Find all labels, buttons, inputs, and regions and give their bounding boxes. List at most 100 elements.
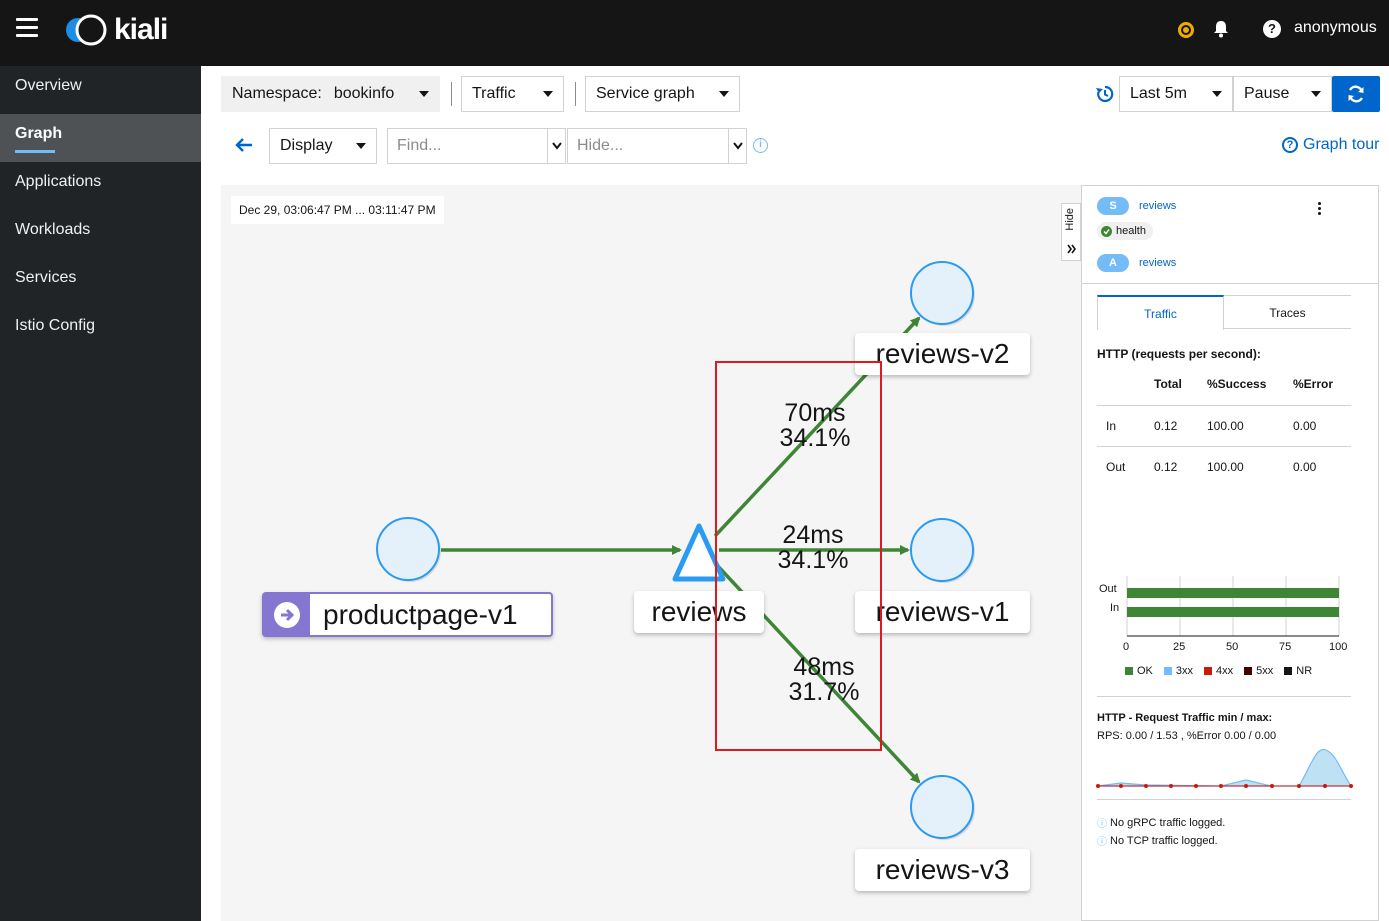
refresh-icon: [1348, 85, 1364, 103]
tick-label: 50: [1226, 641, 1239, 653]
tab-traces[interactable]: Traces: [1224, 295, 1351, 329]
chevron-down-icon[interactable]: [547, 129, 565, 163]
help-icon[interactable]: ?: [1263, 20, 1281, 38]
no-grpc-note: ⓘ No gRPC traffic logged.: [1097, 815, 1226, 831]
bar-label: In: [1110, 602, 1120, 614]
traffic-stats: RPS: 0.00 / 1.53 , %Error 0.00 / 0.00: [1097, 730, 1277, 742]
cell-error: 0.00: [1293, 418, 1317, 433]
cell-error: 0.00: [1293, 459, 1317, 474]
divider: [451, 82, 452, 106]
http-title: HTTP (requests per second):: [1097, 347, 1261, 361]
kiali-logo[interactable]: kiali: [62, 13, 168, 46]
sidebar-item-overview[interactable]: Overview: [15, 77, 82, 94]
graph-type-label: Service graph: [596, 85, 695, 102]
chevron-down-icon[interactable]: [728, 129, 746, 163]
check-circle-icon: [1101, 225, 1112, 237]
divider: [1097, 799, 1351, 800]
edge-latency: 70ms: [784, 399, 846, 427]
app-badge: A: [1097, 254, 1129, 272]
bar-legend: OK 3xx 4xx 5xx NR: [1125, 665, 1312, 677]
sidebar-item-services[interactable]: Services: [15, 269, 77, 286]
node-label-reviews-v1[interactable]: reviews-v1: [855, 591, 1030, 633]
hide-panel-tab[interactable]: Hide: [1061, 203, 1081, 261]
sidebar: Overview Graph Applications Workloads Se…: [0, 66, 201, 921]
history-icon[interactable]: [1095, 84, 1115, 109]
node-label-text: productpage-v1: [323, 598, 518, 630]
sidebar-item-graph[interactable]: Graph: [0, 114, 201, 162]
refresh-button[interactable]: [1332, 76, 1380, 112]
app-arrow-icon: [264, 593, 310, 636]
no-tcp-note: ⓘ No TCP traffic logged.: [1097, 833, 1218, 849]
tick-label: 75: [1279, 641, 1292, 653]
sidebar-item-workloads[interactable]: Workloads: [15, 221, 91, 238]
tick-label: 0: [1123, 641, 1130, 653]
column-header: %Error: [1293, 377, 1334, 392]
find-placeholder: Find...: [397, 137, 442, 154]
sidebar-item-applications[interactable]: Applications: [15, 173, 102, 190]
tab-traffic[interactable]: Traffic: [1097, 295, 1224, 330]
status-icon[interactable]: [1178, 22, 1194, 38]
tick-label: 100: [1329, 641, 1348, 653]
panel-tabs: Traffic Traces: [1097, 295, 1351, 330]
node-label-reviews[interactable]: reviews: [634, 591, 764, 633]
legend-item: 4xx: [1204, 665, 1233, 677]
namespace-label: Namespace:: [232, 85, 322, 102]
table-header-row: Total %Success %Error: [1097, 364, 1351, 405]
kebab-menu-icon[interactable]: [1318, 202, 1322, 215]
node-label-reviews-v2[interactable]: reviews-v2: [855, 333, 1030, 375]
hide-input[interactable]: Hide...: [567, 128, 747, 164]
edge-label-v1: 24ms 34.1%: [763, 523, 863, 573]
summary-panel: S reviews health A reviews Traffic Trace…: [1081, 185, 1379, 921]
hide-placeholder: Hide...: [577, 137, 624, 154]
traffic-title: HTTP - Request Traffic min / max:: [1097, 712, 1273, 724]
cell-total: 0.12: [1154, 418, 1178, 433]
node-label-productpage[interactable]: productpage-v1: [262, 592, 553, 637]
help-circle-icon: ?: [1282, 137, 1298, 153]
column-header: Total: [1154, 377, 1182, 392]
duration-dropdown[interactable]: Last 5m: [1119, 76, 1233, 112]
info-icon: ⓘ: [1097, 819, 1107, 830]
menu-toggle-icon[interactable]: [16, 18, 38, 38]
bell-icon[interactable]: [1212, 20, 1230, 38]
sidebar-item-label: Graph: [15, 125, 63, 142]
node-reviews-v2: [910, 261, 974, 325]
user-menu[interactable]: anonymous: [1294, 19, 1377, 36]
edge-percent: 34.1%: [777, 546, 849, 574]
node-reviews-v3: [910, 775, 974, 839]
health-label: health: [1116, 225, 1146, 237]
app-name: kiali: [114, 13, 168, 46]
time-range-label: Dec 29, 03:06:47 PM ... 03:11:47 PM: [231, 196, 444, 224]
highlight-box: [715, 361, 882, 751]
service-row: S reviews: [1097, 197, 1176, 215]
caret-down-icon: [1212, 91, 1222, 97]
find-input[interactable]: Find...: [387, 128, 566, 164]
service-link[interactable]: reviews: [1139, 200, 1177, 212]
node-label-reviews-v3[interactable]: reviews-v3: [855, 849, 1030, 891]
row-label: Out: [1106, 459, 1126, 474]
bar-label: Out: [1099, 583, 1117, 595]
refresh-interval-dropdown[interactable]: Pause: [1233, 76, 1332, 112]
namespace-dropdown[interactable]: Namespace: bookinfo: [221, 76, 440, 112]
tick-label: 25: [1173, 641, 1186, 653]
divider: [575, 82, 576, 106]
sidebar-item-istio-config[interactable]: Istio Config: [15, 317, 96, 334]
legend-item: NR: [1284, 665, 1312, 677]
app-link[interactable]: reviews: [1139, 257, 1177, 269]
namespace-value: bookinfo: [333, 85, 395, 102]
display-dropdown[interactable]: Display: [269, 128, 377, 164]
caret-down-icon: [1311, 91, 1321, 97]
node-productpage: [376, 517, 440, 581]
legend-item: 5xx: [1244, 665, 1273, 677]
no-grpc-text: No gRPC traffic logged.: [1110, 816, 1226, 829]
node-reviews-v1: [910, 518, 974, 582]
graph-type-dropdown[interactable]: Service graph: [585, 76, 740, 112]
bar-out-ok: [1127, 588, 1339, 598]
table-row: Out 0.12 100.00 0.00: [1097, 446, 1351, 487]
traffic-dropdown[interactable]: Traffic: [461, 76, 564, 112]
back-arrow-icon[interactable]: [235, 137, 253, 158]
graph-tour-link[interactable]: ? Graph tour: [1282, 136, 1379, 154]
info-icon[interactable]: i: [753, 138, 768, 153]
graph-tour-label: Graph tour: [1303, 136, 1380, 153]
graph-canvas[interactable]: Dec 29, 03:06:47 PM ... 03:11:47 PM Hide: [221, 185, 1081, 921]
health-chip[interactable]: health: [1097, 222, 1153, 240]
